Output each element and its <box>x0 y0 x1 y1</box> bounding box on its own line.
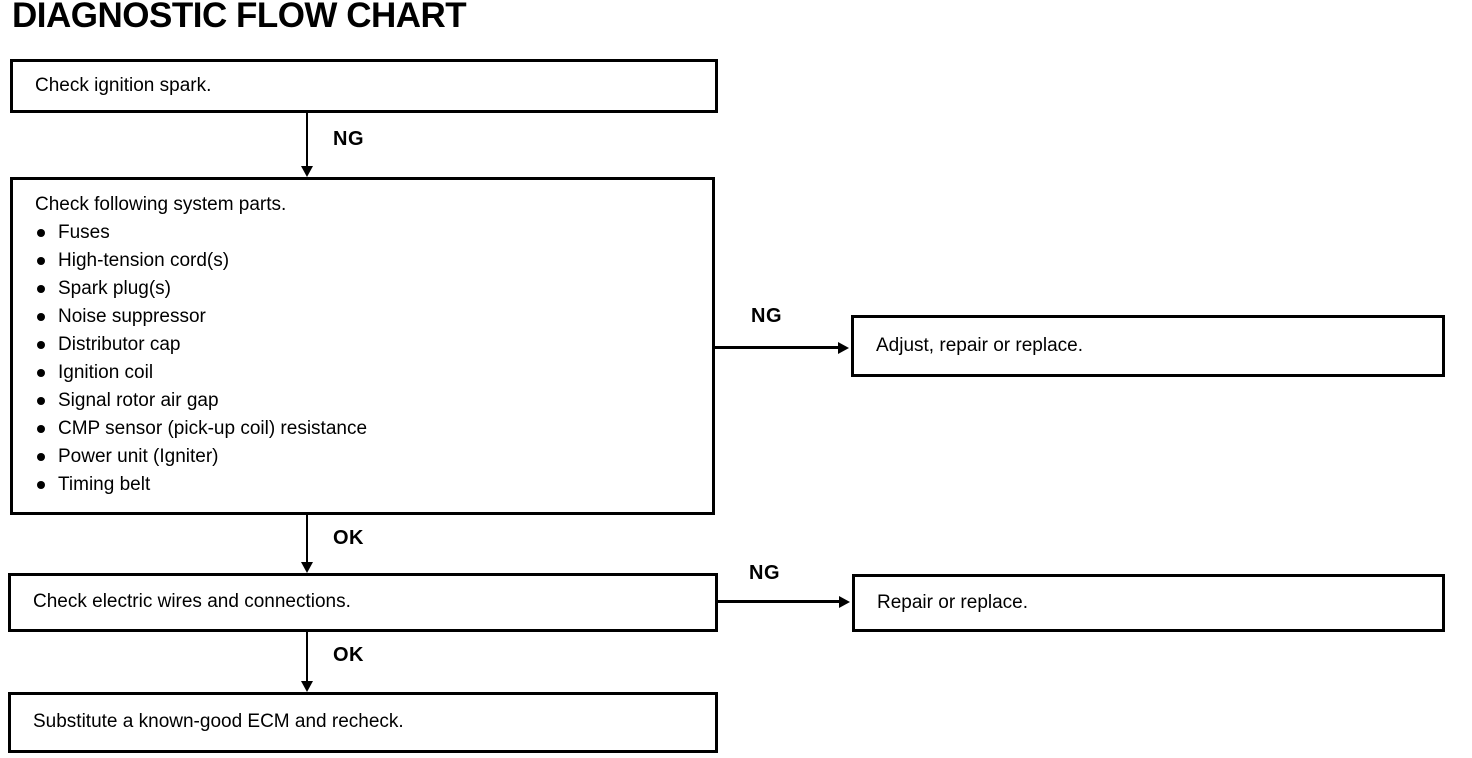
checklist-item-text: Signal rotor air gap <box>58 390 219 411</box>
bullet-icon <box>37 369 45 377</box>
edge-label-ok: OK <box>333 644 364 666</box>
checklist-item-text: Ignition coil <box>58 362 154 383</box>
checklist-item-text: Spark plug(s) <box>58 278 171 299</box>
checklist-item: Distributor cap <box>35 331 702 359</box>
page-title: DIAGNOSTIC FLOW CHART <box>12 0 467 35</box>
flow-box-heading: Check following system parts. <box>35 194 287 215</box>
flow-box-text: Check electric wires and connections. <box>33 591 351 613</box>
arrow-right-icon <box>839 596 850 608</box>
edge-label-ok: OK <box>333 527 364 549</box>
edge-label-ng: NG <box>333 128 364 150</box>
bullet-icon <box>37 397 45 405</box>
checklist-item-text: Noise suppressor <box>58 306 206 327</box>
arrow-down-icon <box>301 681 313 692</box>
checklist-item-text: Fuses <box>58 222 110 243</box>
bullet-icon <box>37 481 45 489</box>
flow-box-text: Repair or replace. <box>877 591 1029 613</box>
flow-box-check-ignition-spark: Check ignition spark. <box>10 59 718 113</box>
flow-box-check-electric-wires: Check electric wires and connections. <box>8 573 718 632</box>
connector-line <box>306 113 308 167</box>
flow-box-substitute-ecm: Substitute a known-good ECM and recheck. <box>8 692 718 753</box>
flow-box-text: Substitute a known-good ECM and recheck. <box>33 711 404 733</box>
flow-box-adjust-repair-replace: Adjust, repair or replace. <box>851 315 1445 377</box>
checklist-item: Power unit (Igniter) <box>35 443 702 471</box>
arrow-down-icon <box>301 562 313 573</box>
checklist-item: CMP sensor (pick-up coil) resistance <box>35 415 702 443</box>
checklist-item-text: Power unit (Igniter) <box>58 446 219 467</box>
bullet-icon <box>37 453 45 461</box>
checklist-item: Noise suppressor <box>35 303 702 331</box>
edge-label-ng: NG <box>751 305 782 327</box>
checklist-item: High-tension cord(s) <box>35 247 702 275</box>
checklist-item-text: Distributor cap <box>58 334 181 355</box>
bullet-icon <box>37 313 45 321</box>
bullet-icon <box>37 257 45 265</box>
bullet-icon <box>37 341 45 349</box>
connector-line <box>718 600 840 603</box>
bullet-icon <box>37 425 45 433</box>
checklist-item: Fuses <box>35 219 702 247</box>
flow-box-check-system-parts: Check following system parts. Fuses High… <box>10 177 715 515</box>
bullet-icon <box>37 229 45 237</box>
checklist-item-text: High-tension cord(s) <box>58 250 230 271</box>
flow-box-text: Check ignition spark. <box>35 74 212 96</box>
connector-line <box>715 346 839 349</box>
connector-line <box>306 515 308 563</box>
checklist-item: Timing belt <box>35 471 702 499</box>
flow-box-text: Adjust, repair or replace. <box>876 334 1083 356</box>
checklist-item-text: CMP sensor (pick-up coil) resistance <box>58 418 368 439</box>
bullet-icon <box>37 285 45 293</box>
checklist-item: Signal rotor air gap <box>35 387 702 415</box>
arrow-down-icon <box>301 166 313 177</box>
checklist-item: Ignition coil <box>35 359 702 387</box>
edge-label-ng: NG <box>749 562 780 584</box>
connector-line <box>306 632 308 682</box>
arrow-right-icon <box>838 342 849 354</box>
checklist-item: Spark plug(s) <box>35 275 702 303</box>
checklist-item-text: Timing belt <box>58 474 151 495</box>
flow-box-repair-replace: Repair or replace. <box>852 574 1445 632</box>
system-parts-list: Fuses High-tension cord(s) Spark plug(s)… <box>35 219 702 499</box>
